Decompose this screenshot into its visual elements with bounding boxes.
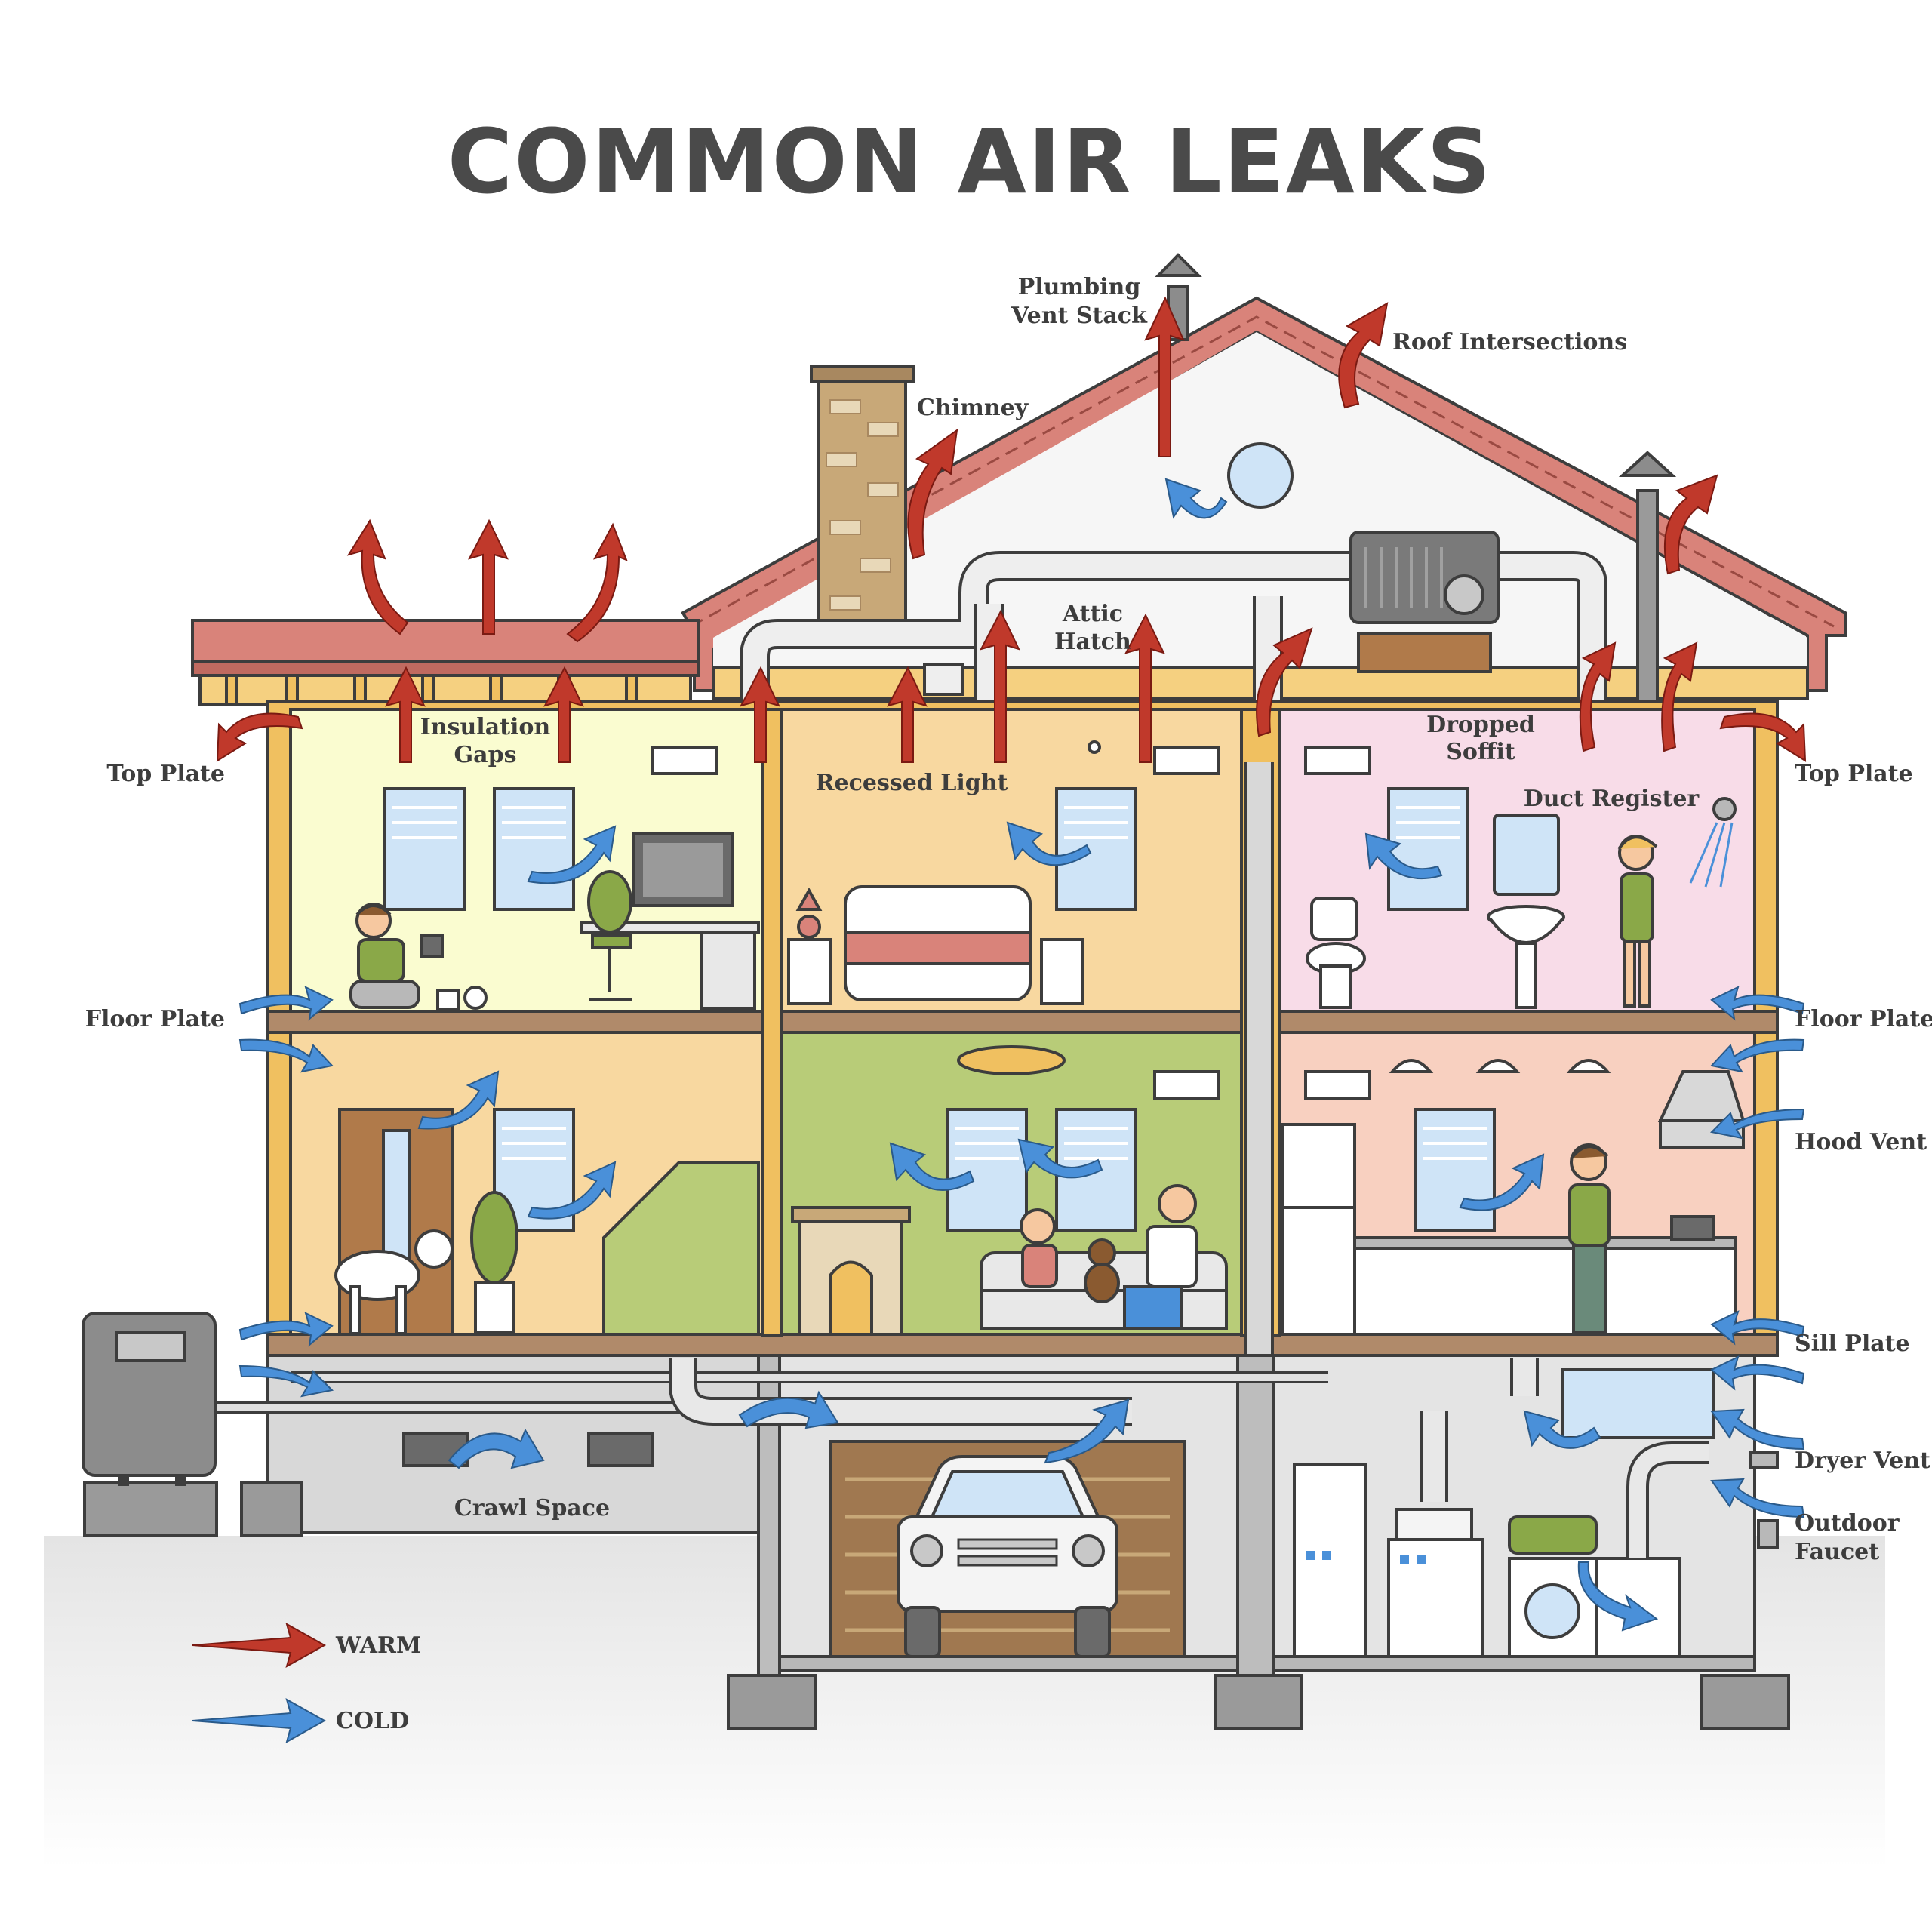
left-insulation-strip [200,675,691,704]
basement-window [1562,1370,1713,1438]
ac-pad [85,1483,217,1536]
label-plumbing-vent-stack-2: Vent Stack [1011,303,1148,329]
legend-cold-label: COLD [336,1708,409,1734]
floor-slab-upper [268,1011,1777,1032]
fireplace [792,1208,909,1334]
label-plumbing-vent-stack: Plumbing [1018,274,1141,300]
legend-warm-label: WARM [335,1632,421,1659]
crawl-vent-right [589,1434,653,1466]
label-hood-vent: Hood Vent [1795,1129,1927,1155]
label-top-plate-left: Top Plate [106,761,225,787]
label-outdoor-faucet-2: Faucet [1795,1539,1879,1565]
chimney-cap [811,366,913,381]
label-sill-plate: Sill Plate [1795,1331,1910,1357]
right-vent-cap [1623,453,1672,475]
left-roof-fascia [192,662,698,675]
label-recessed-light: Recessed Light [816,770,1008,796]
kitchen-cabinets [1355,1245,1736,1334]
page-title: COMMON AIR LEAKS [448,109,1493,214]
floor-slab-ground [268,1334,1777,1355]
label-roof-intersections: Roof Intersections [1392,329,1627,355]
label-attic-hatch: Attic [1062,601,1123,627]
label-dropped-soffit: Dropped [1426,712,1535,738]
label-dropped-soffit-2: Soffit [1446,739,1515,765]
ceiling-lamp [958,1047,1064,1074]
nightstand-left [789,940,830,1004]
label-floor-plate-right: Floor Plate [1795,1006,1932,1032]
label-outdoor-faucet: Outdoor [1795,1510,1900,1537]
nightstand-right [1041,940,1083,1004]
car-headlight-left [912,1536,942,1566]
water-heater [1294,1464,1366,1657]
recessed-light-fixture [1089,742,1100,752]
label-floor-plate-left: Floor Plate [85,1006,225,1032]
dryer-vent-hood [1751,1453,1777,1468]
refrigerator [1283,1124,1355,1334]
label-crawl-space: Crawl Space [454,1495,610,1521]
label-insulation-gaps: Insulation [420,714,551,740]
car-headlight-right [1073,1536,1103,1566]
shower-head-icon [1714,798,1735,820]
attic-hatch [924,664,962,694]
desk-chair [589,872,631,932]
table-lamp [798,916,820,937]
hvac-fan-icon [1445,576,1483,614]
potted-plant [472,1192,517,1332]
bed [845,887,1030,1000]
desk-drawers [702,933,755,1008]
label-duct-register: Duct Register [1524,786,1700,812]
plumbing-vent-cap [1158,255,1198,275]
hvac-stand [1358,634,1491,672]
label-insulation-gaps-2: Gaps [454,742,517,768]
label-attic-hatch-2: Hatch [1054,629,1131,655]
bathroom-mirror [1494,815,1558,894]
wall-divider-1 [762,709,781,1336]
laundry-basket [1509,1517,1596,1553]
attic-round-window [1229,444,1292,507]
left-flat-roof [192,620,698,662]
outdoor-faucet [1758,1521,1777,1547]
label-dryer-vent: Dryer Vent [1795,1447,1930,1474]
label-top-plate-right: Top Plate [1795,761,1913,787]
label-chimney: Chimney [917,395,1029,421]
washer-drum-icon [1526,1585,1579,1638]
person-bathroom [1619,836,1657,1006]
